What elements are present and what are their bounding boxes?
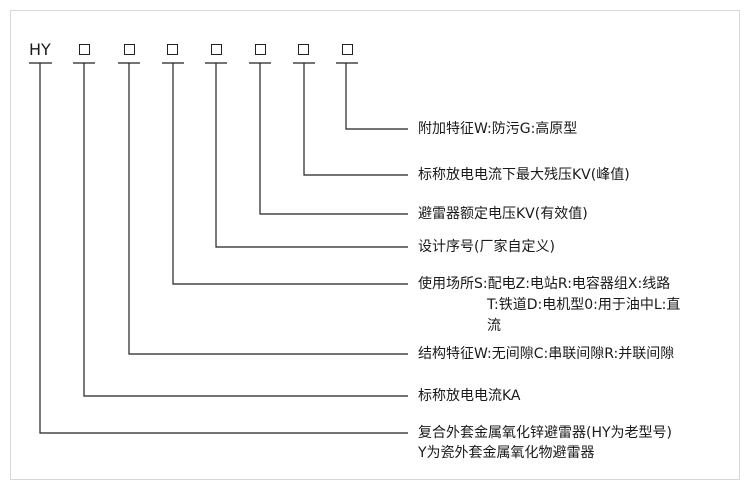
desc-design-serial: 设计序号(厂家自定义)	[418, 239, 555, 255]
placeholder-box-5	[255, 44, 266, 55]
desc-application-line1: 使用场所S:配电Z:电站R:电容器组X:线路	[418, 276, 671, 292]
diagram-frame	[10, 10, 740, 480]
desc-residual-voltage: 标称放电电流下最大残压KV(峰值)	[418, 167, 630, 183]
placeholder-box-7	[342, 44, 353, 55]
connector-structure	[128, 63, 408, 355]
desc-rated-voltage: 避雷器额定电压KV(有效值)	[418, 206, 588, 222]
desc-type-line2: Y为瓷外套金属氧化物避雷器	[418, 445, 595, 461]
desc-type-line1: 复合外套金属氧化锌避雷器(HY为老型号)	[418, 425, 673, 441]
placeholder-box-2	[124, 44, 135, 55]
connector-additional-feature	[345, 63, 408, 130]
desc-additional-feature: 附加特征W:防污G:高原型	[418, 121, 578, 137]
desc-application-line3: 流	[487, 318, 501, 334]
desc-discharge-current: 标称放电电流KA	[418, 388, 521, 404]
placeholder-box-4	[211, 44, 222, 55]
connector-design-serial	[215, 63, 408, 248]
placeholder-box-1	[79, 44, 90, 55]
connector-application	[172, 63, 408, 285]
desc-structure: 结构特征W:无间隙C:串联间隙R:并联间隙	[418, 346, 675, 362]
model-prefix: HY	[29, 40, 51, 59]
placeholder-box-6	[298, 44, 309, 55]
connector-type	[39, 63, 408, 434]
desc-application-line2: T:铁道D:电机型0:用于油中L:直	[487, 297, 681, 313]
connector-residual-voltage	[303, 63, 408, 176]
placeholder-box-3	[167, 44, 178, 55]
connector-rated-voltage	[259, 63, 408, 215]
connector-discharge-current	[83, 63, 408, 397]
